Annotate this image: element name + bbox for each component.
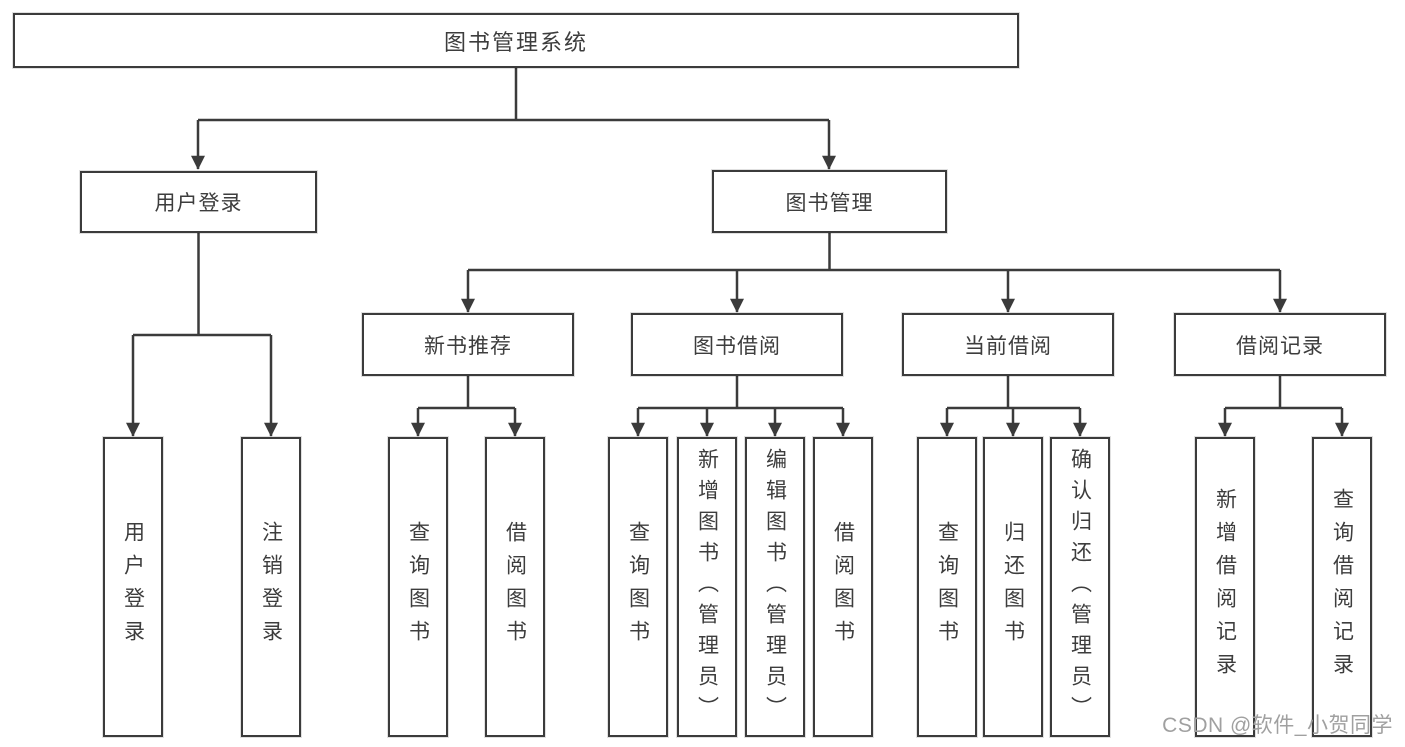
- leaf-logout: 注销登录: [241, 437, 301, 737]
- node-new-book-recommend: 新书推荐: [362, 313, 574, 376]
- leaf-nb-borrow-book: 借阅图书: [485, 437, 545, 737]
- leaf-br-query-record: 查询借阅记录: [1312, 437, 1372, 737]
- node-book-management: 图书管理: [712, 170, 947, 233]
- leaf-nb-query-book: 查询图书: [388, 437, 448, 737]
- leaf-br-add-record: 新增借阅记录: [1195, 437, 1255, 737]
- leaf-cb-query-book: 查询图书: [917, 437, 977, 737]
- leaf-cb-confirm-return-admin: 确认归还（管理员）: [1050, 437, 1110, 737]
- node-borrow-record: 借阅记录: [1174, 313, 1386, 376]
- leaf-bb-edit-book-admin: 编辑图书（管理员）: [745, 437, 805, 737]
- leaf-bb-query-book: 查询图书: [608, 437, 668, 737]
- csdn-watermark: CSDN @软件_小贺同学: [1162, 714, 1393, 737]
- leaf-cb-return-book: 归还图书: [983, 437, 1043, 737]
- node-user-login: 用户登录: [80, 171, 317, 233]
- leaf-bb-borrow-book: 借阅图书: [813, 437, 873, 737]
- leaf-bb-add-book-admin: 新增图书（管理员）: [677, 437, 737, 737]
- node-book-borrow: 图书借阅: [631, 313, 843, 376]
- node-root-system: 图书管理系统: [13, 13, 1019, 68]
- node-current-borrow: 当前借阅: [902, 313, 1114, 376]
- leaf-user-login: 用户登录: [103, 437, 163, 737]
